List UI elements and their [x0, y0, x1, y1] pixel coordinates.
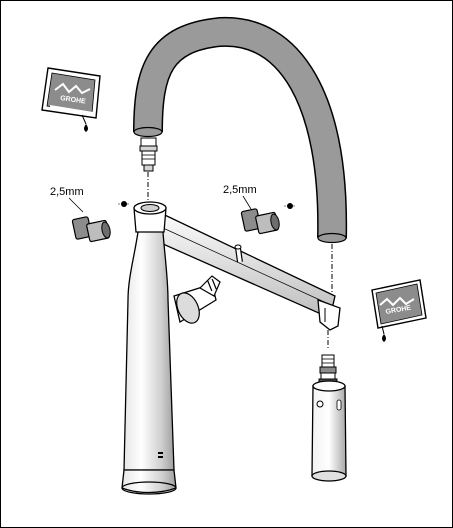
set-screw-part [71, 216, 111, 243]
hex-screw-icon [118, 201, 130, 207]
svg-text:GROHE: GROHE [385, 305, 412, 316]
hex-screw-icon [284, 203, 296, 209]
set-screw-part [240, 208, 280, 235]
brand-mark-icon [158, 452, 163, 458]
flexible-spout-hose [133, 16, 348, 244]
allen-key-size-label: 2,5mm [50, 186, 84, 198]
allen-key-size-label: 2,5mm [223, 184, 257, 196]
svg-text:GROHE: GROHE [60, 95, 87, 106]
hose-connector-fitting [139, 137, 158, 172]
faucet-body [121, 201, 341, 495]
callout-line [242, 195, 252, 210]
grease-drop-icon [381, 325, 386, 342]
grease-drop-icon [81, 114, 88, 132]
instruction-card-icon: GROHE [371, 279, 427, 329]
instruction-card-icon: GROHE [41, 67, 101, 119]
callout-line [68, 197, 84, 213]
spray-head-part [311, 354, 347, 482]
